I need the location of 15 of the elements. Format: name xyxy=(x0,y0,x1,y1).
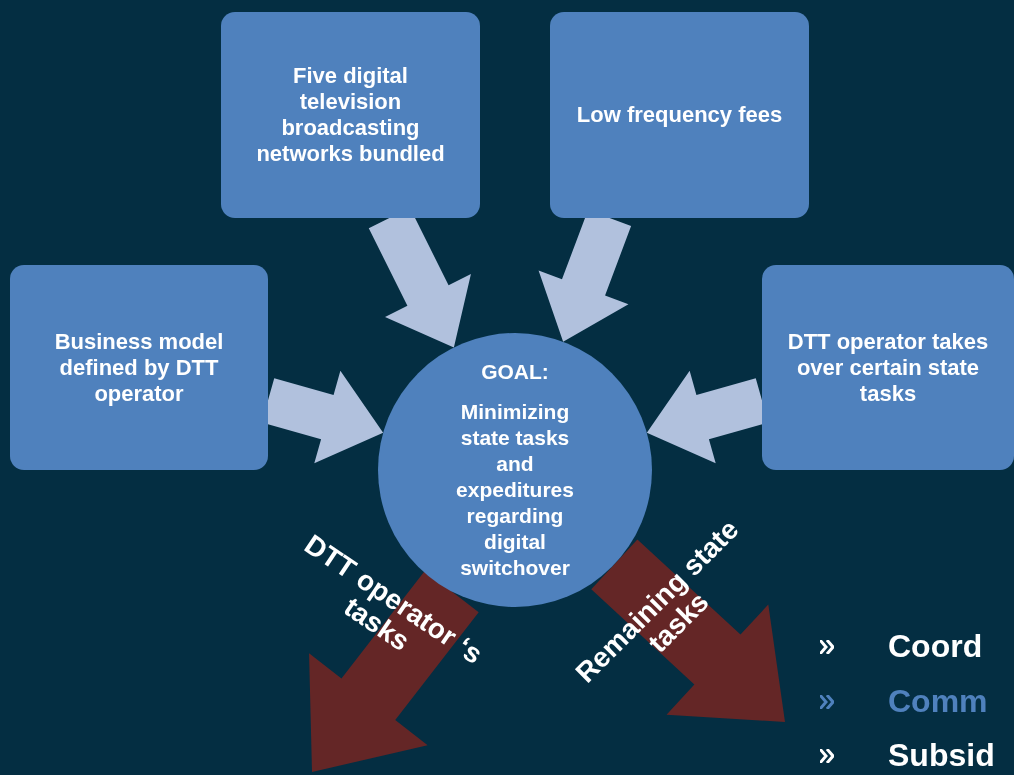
process-box xyxy=(10,265,268,470)
node-text: Low frequency fees xyxy=(576,102,783,128)
list-item-text: Coord xyxy=(888,628,983,664)
process-box xyxy=(762,265,1014,470)
node-text: DTT operator takes over certain state tasks xyxy=(786,328,990,407)
node-text: Minimizing state tasks and expeditures regarding digital switchover xyxy=(456,399,575,581)
block-arrow xyxy=(591,539,785,722)
list-item-text: Subsid xyxy=(888,737,995,773)
process-box xyxy=(221,12,480,218)
block-arrow xyxy=(309,570,479,772)
node-text: Business model defined by DTT operator xyxy=(53,328,225,407)
node-text: Five digital television broadcasting networks bundled xyxy=(255,63,446,167)
goal-heading: GOAL: xyxy=(481,359,549,385)
process-box xyxy=(550,12,809,218)
list-item-text: Comm xyxy=(888,683,988,719)
